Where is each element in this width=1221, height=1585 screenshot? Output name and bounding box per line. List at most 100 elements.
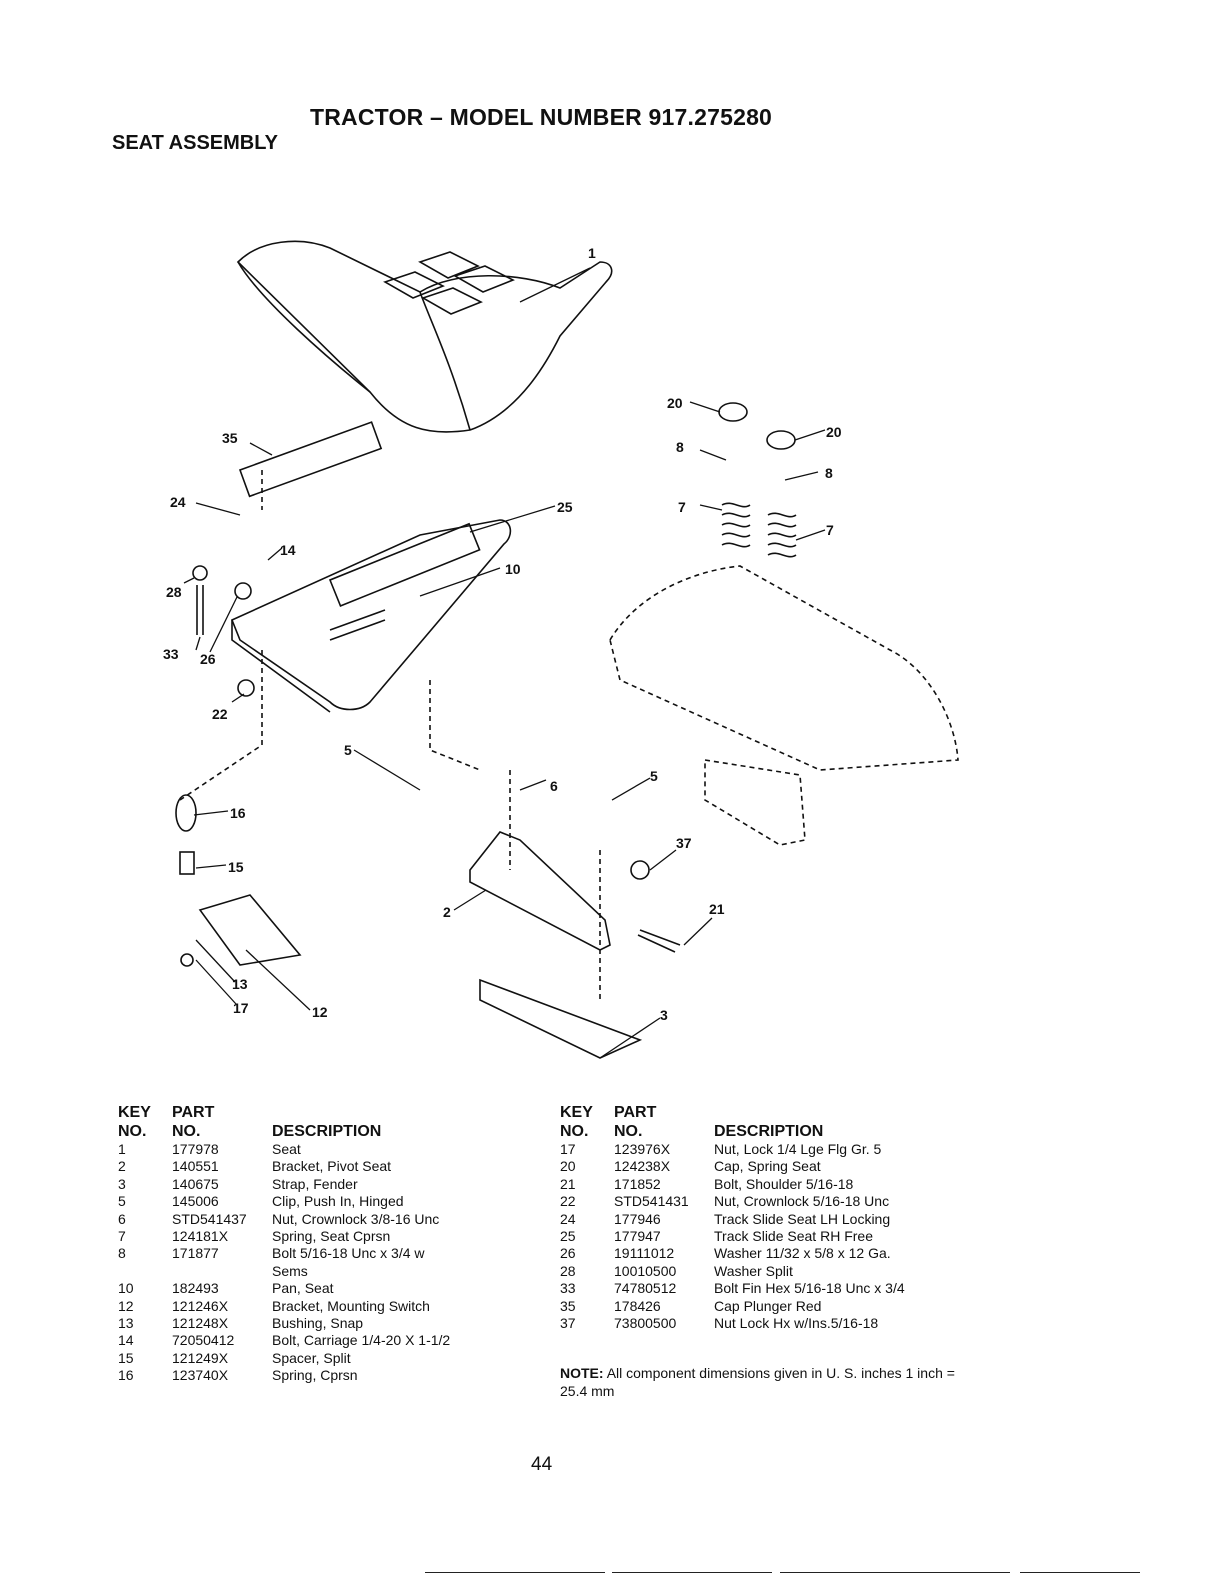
part-description: Bolt, Carriage 1/4-20 X 1-1/2 bbox=[272, 1332, 451, 1349]
page-title: TRACTOR – MODEL NUMBER 917.275280 bbox=[310, 104, 773, 130]
part-key-number: 17 bbox=[560, 1141, 576, 1157]
parts-row: 14 72050412 Bolt, Carriage 1/4-20 X 1-1/2 bbox=[118, 1332, 450, 1349]
part-number: STD541431 bbox=[614, 1193, 689, 1210]
part-number: 124238X bbox=[614, 1158, 671, 1175]
part-description: Nut, Crownlock 5/16-18 Unc bbox=[714, 1193, 890, 1210]
part-description: Bracket, Pivot Seat bbox=[272, 1158, 392, 1175]
part-key-number: 20 bbox=[560, 1158, 576, 1175]
part-number: 140551 bbox=[172, 1158, 219, 1175]
callout-label: 14 bbox=[280, 542, 296, 558]
part-number: 145006 bbox=[172, 1193, 219, 1210]
part-number: 121249X bbox=[172, 1349, 229, 1366]
part-key-number: 7 bbox=[118, 1228, 126, 1245]
callout-label: 8 bbox=[825, 465, 833, 481]
part-key-number: 1 bbox=[118, 1141, 126, 1157]
part-key-number: 28 bbox=[560, 1262, 576, 1279]
callout-label: 5 bbox=[344, 742, 352, 758]
part-description: Nut, Lock 1/4 Lge Flg Gr. 5 bbox=[714, 1141, 882, 1157]
callout-label: 6 bbox=[550, 778, 558, 794]
part-key-number: 6 bbox=[118, 1210, 126, 1227]
part-description: Clip, Push In, Hinged bbox=[272, 1193, 404, 1210]
part-key-number: 33 bbox=[560, 1280, 576, 1297]
parts-row: 20 124238X Cap, Spring Seat bbox=[560, 1158, 905, 1175]
part-number: 171852 bbox=[614, 1175, 661, 1192]
fender-drawing bbox=[179, 470, 959, 1000]
col-header-key: KEY bbox=[118, 1104, 151, 1121]
note-text: All component dimensions given in U. S. … bbox=[560, 1365, 955, 1399]
part-description: Bolt, Shoulder 5/16-18 bbox=[714, 1175, 854, 1192]
part-number: 177947 bbox=[614, 1228, 661, 1245]
hardware-drawing bbox=[175, 565, 681, 967]
part-description: Pan, Seat bbox=[272, 1280, 334, 1297]
part-number: 73800500 bbox=[614, 1315, 677, 1332]
part-number: 171877 bbox=[172, 1245, 219, 1262]
callout-label: 15 bbox=[228, 859, 244, 875]
note-label: NOTE: bbox=[560, 1365, 604, 1381]
part-key-number: 14 bbox=[118, 1332, 134, 1349]
part-number: 123740X bbox=[172, 1367, 229, 1384]
footer-rule bbox=[612, 1572, 772, 1573]
callout-label: 16 bbox=[230, 805, 246, 821]
parts-row: 5 145006 Clip, Push In, Hinged bbox=[118, 1193, 450, 1210]
part-key-number: 24 bbox=[560, 1210, 576, 1227]
parts-row: 8 171877 Bolt 5/16-18 Unc x 3/4 w bbox=[118, 1245, 450, 1262]
footer-rule bbox=[780, 1572, 1010, 1573]
part-key-number: 5 bbox=[118, 1193, 126, 1210]
part-key-number: 35 bbox=[560, 1297, 576, 1314]
callout-label: 7 bbox=[826, 522, 834, 538]
part-number: 19111012 bbox=[614, 1245, 675, 1262]
footer-rule bbox=[1020, 1572, 1140, 1573]
part-key-number: 16 bbox=[118, 1367, 134, 1384]
exploded-parts-diagram: 1 20 20 8 8 7 7 35 24 25 14 10 28 33 26 … bbox=[163, 240, 959, 1059]
part-description: Washer 11/32 x 5/8 x 12 Ga. bbox=[714, 1245, 891, 1262]
callout-labels: 1 20 20 8 8 7 7 35 24 25 14 10 28 33 26 … bbox=[163, 245, 842, 1023]
callout-label: 7 bbox=[678, 499, 686, 515]
part-key-number: 8 bbox=[118, 1245, 126, 1262]
part-description: Bolt 5/16-18 Unc x 3/4 w bbox=[272, 1245, 425, 1262]
part-description: Washer Split bbox=[714, 1262, 793, 1279]
part-number: 74780512 bbox=[614, 1280, 677, 1297]
part-number: 140675 bbox=[172, 1175, 219, 1192]
part-description: Seat bbox=[272, 1141, 301, 1157]
callout-label: 8 bbox=[676, 439, 684, 455]
leader-lines bbox=[183, 267, 826, 1059]
seat-pan-drawing bbox=[230, 421, 512, 713]
part-number: 124181X bbox=[172, 1228, 229, 1245]
callout-label: 2 bbox=[443, 904, 451, 920]
part-description: Cap Plunger Red bbox=[714, 1297, 822, 1314]
part-key-number: 13 bbox=[118, 1315, 134, 1332]
part-description: Spring, Cprsn bbox=[272, 1367, 358, 1384]
part-number: 177978 bbox=[172, 1141, 219, 1157]
section-title: SEAT ASSEMBLY bbox=[112, 132, 278, 154]
col-header-part: PART bbox=[614, 1104, 657, 1121]
col-header-part-no: NO. bbox=[172, 1123, 201, 1140]
part-description: Sems bbox=[272, 1262, 308, 1279]
part-description: Track Slide Seat RH Free bbox=[714, 1228, 873, 1245]
part-description: Strap, Fender bbox=[272, 1175, 358, 1192]
col-header-description: DESCRIPTION bbox=[714, 1123, 824, 1140]
callout-label: 13 bbox=[232, 976, 248, 992]
part-number bbox=[172, 1263, 272, 1280]
pivot-bracket-drawing bbox=[198, 831, 643, 1059]
part-description: Cap, Spring Seat bbox=[714, 1158, 821, 1175]
part-description: Bushing, Snap bbox=[272, 1315, 364, 1332]
callout-label: 26 bbox=[200, 651, 216, 667]
callout-label: 28 bbox=[166, 584, 182, 600]
callout-label: 24 bbox=[170, 494, 186, 510]
part-number: 72050412 bbox=[172, 1332, 235, 1349]
part-description: Spring, Seat Cprsn bbox=[272, 1228, 391, 1245]
part-number: 121248X bbox=[172, 1315, 229, 1332]
callout-label: 17 bbox=[233, 1000, 249, 1016]
callout-label: 20 bbox=[667, 395, 683, 411]
